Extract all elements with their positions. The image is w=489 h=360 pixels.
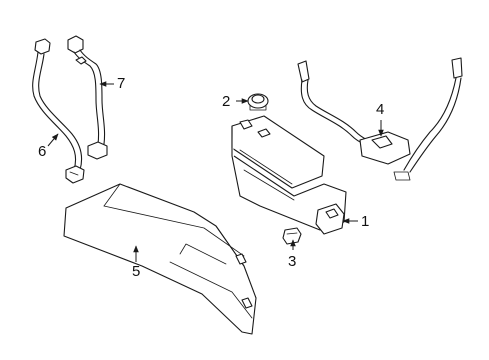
callout-3: 3 bbox=[288, 253, 297, 270]
plug-part-3 bbox=[282, 227, 302, 245]
callout-7: 7 bbox=[117, 75, 126, 92]
callout-4: 4 bbox=[376, 101, 385, 118]
tube-part-7 bbox=[67, 35, 108, 160]
tube-part-6 bbox=[32, 38, 85, 184]
callout-1: 1 bbox=[361, 213, 370, 230]
grommet-part-2 bbox=[247, 93, 269, 111]
deflector-part-5 bbox=[63, 183, 257, 335]
bracket-part-4 bbox=[297, 57, 463, 181]
callout-5: 5 bbox=[132, 263, 141, 280]
callout-2: 2 bbox=[222, 93, 231, 110]
callout-pointers bbox=[47, 81, 384, 262]
oil-cooler-part-1 bbox=[231, 115, 347, 235]
pointer-6 bbox=[47, 133, 59, 147]
callout-6: 6 bbox=[38, 143, 47, 160]
